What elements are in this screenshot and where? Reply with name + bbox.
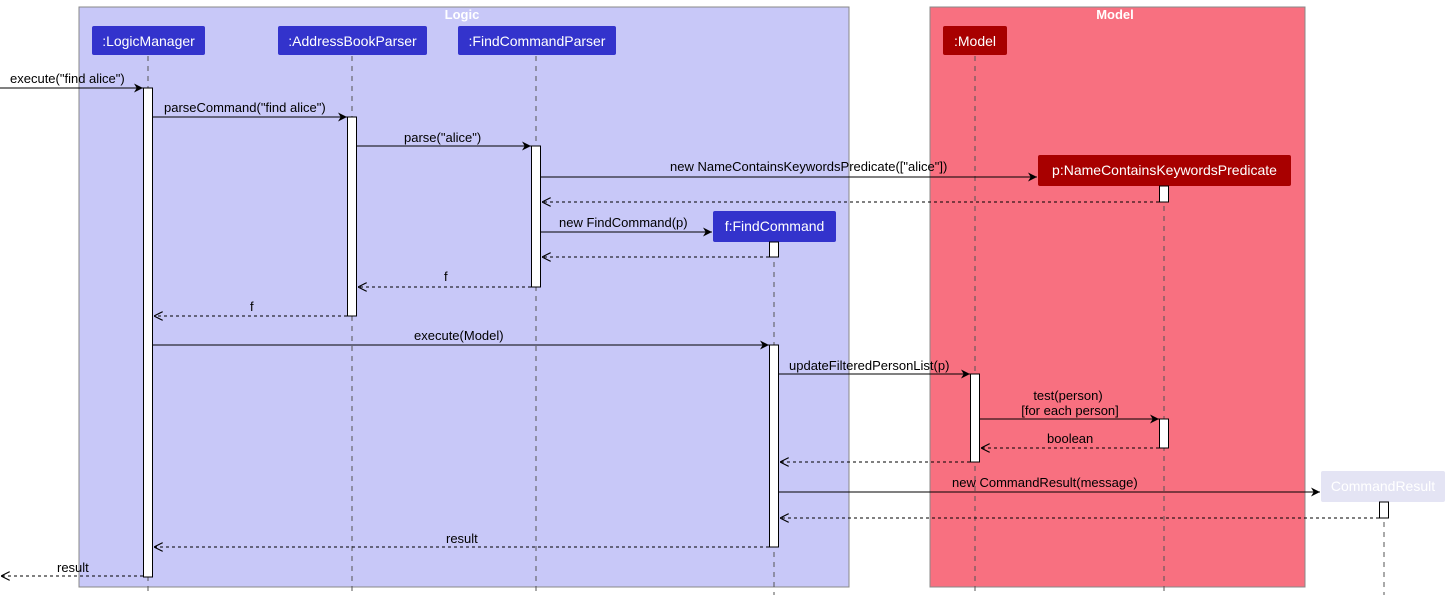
logic-group bbox=[78, 6, 850, 588]
participant-find-command bbox=[713, 211, 836, 242]
activation-find-command-parser bbox=[531, 145, 541, 288]
message-parse-label: parse("alice") bbox=[404, 130, 481, 145]
participant-model bbox=[943, 26, 1007, 55]
logic-group-title: Logic bbox=[445, 7, 480, 22]
return-f-manager-label: f bbox=[250, 299, 254, 314]
activation-find-command-execute bbox=[769, 344, 779, 548]
activation-address-book-parser bbox=[347, 116, 357, 317]
message-test-label: test(person) bbox=[1033, 388, 1102, 403]
participant-logic-manager bbox=[92, 26, 205, 55]
return-result-out-label: result bbox=[57, 560, 89, 575]
message-parse-command-label: parseCommand("find alice") bbox=[164, 100, 326, 115]
participant-command-result-label: CommandResult bbox=[1331, 478, 1435, 494]
return-f-parser-label: f bbox=[444, 269, 448, 284]
participant-find-command-parser-label: :FindCommandParser bbox=[469, 33, 606, 49]
message-execute-label: execute("find alice") bbox=[10, 71, 125, 86]
activation-predicate bbox=[1159, 185, 1169, 203]
message-execute-model-label: execute(Model) bbox=[414, 328, 504, 343]
activation-command-result bbox=[1379, 501, 1389, 519]
return-result-manager-label: result bbox=[446, 531, 478, 546]
activation-logic-manager bbox=[143, 87, 153, 578]
message-new-find-command-label: new FindCommand(p) bbox=[559, 215, 688, 230]
participant-command-result bbox=[1321, 471, 1445, 502]
message-update-filtered-label: updateFilteredPersonList(p) bbox=[789, 358, 949, 373]
participant-model-label: :Model bbox=[954, 33, 996, 49]
participant-address-book-parser-label: :AddressBookParser bbox=[288, 33, 417, 49]
activation-model bbox=[970, 373, 980, 463]
participant-predicate bbox=[1038, 155, 1291, 186]
participant-find-command-label: f:FindCommand bbox=[725, 218, 825, 234]
model-group bbox=[929, 6, 1306, 588]
message-new-predicate-label: new NameContainsKeywordsPredicate(["alic… bbox=[670, 159, 947, 174]
participant-address-book-parser bbox=[278, 26, 427, 55]
participant-predicate-label: p:NameContainsKeywordsPredicate bbox=[1052, 162, 1277, 178]
activation-find-command-create bbox=[769, 241, 779, 258]
model-group-title: Model bbox=[1096, 7, 1134, 22]
activation-predicate-test bbox=[1159, 418, 1169, 449]
message-test-guard-label: [for each person] bbox=[1021, 403, 1119, 418]
participant-find-command-parser bbox=[458, 26, 616, 55]
participant-logic-manager-label: :LogicManager bbox=[102, 33, 195, 49]
message-new-command-result-label: new CommandResult(message) bbox=[952, 475, 1138, 490]
return-boolean-label: boolean bbox=[1047, 431, 1093, 446]
